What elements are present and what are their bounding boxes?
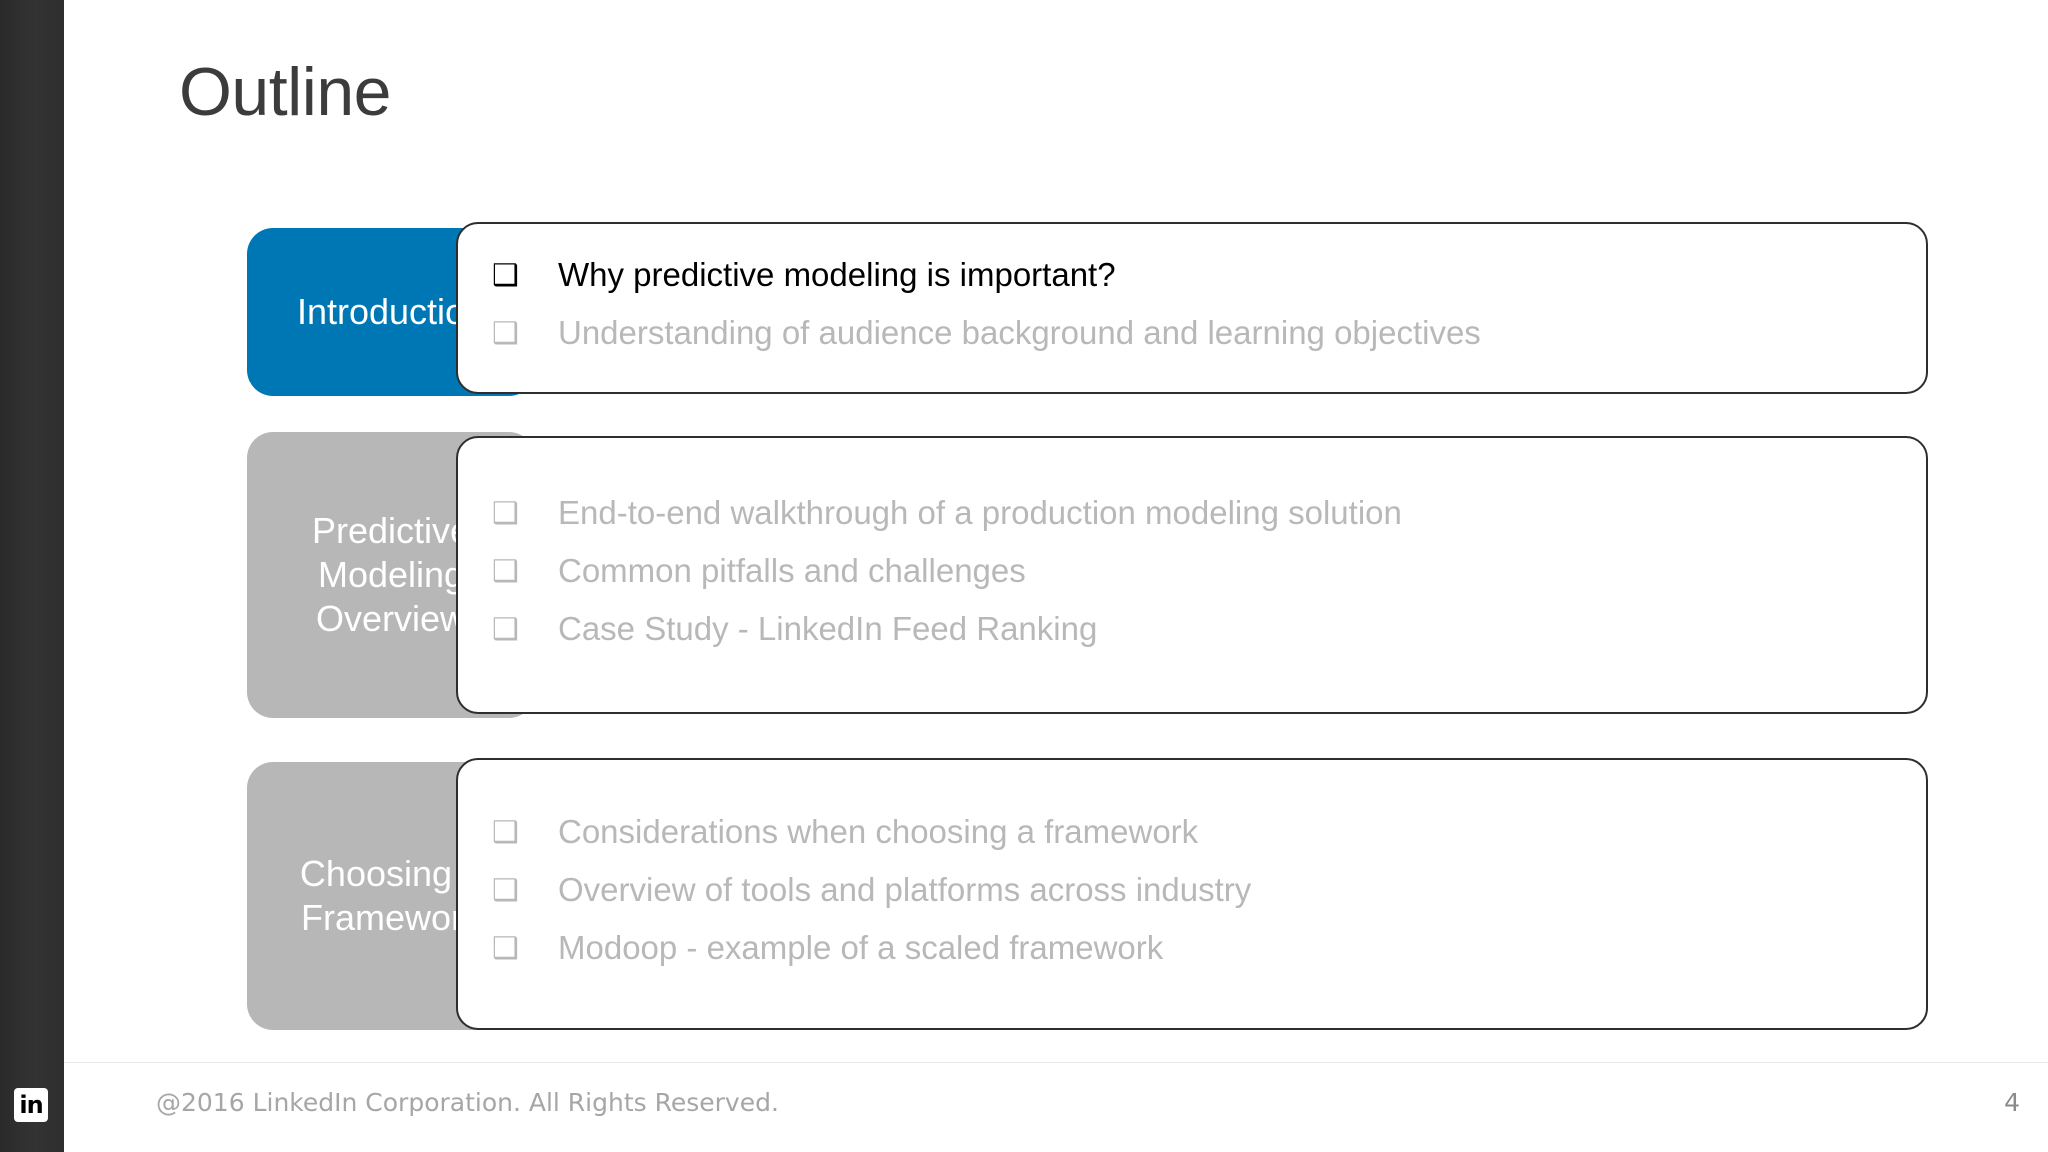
footer-divider (64, 1062, 2048, 1063)
presentation-left-rail: in (0, 0, 64, 1152)
outline-bullet-item: ❑ Case Study - LinkedIn Feed Ranking (492, 610, 1926, 654)
outline-bullet-text: End-to-end walkthrough of a production m… (558, 494, 1402, 531)
linkedin-logo-icon: in (14, 1088, 48, 1122)
outline-bullet-text: Why predictive modeling is important? (558, 256, 1116, 293)
checkbox-square-icon: ❑ (492, 554, 519, 589)
outline-detail-card: ❑ Considerations when choosing a framewor… (456, 758, 1928, 1030)
outline-bullet-text: Modoop - example of a scaled framework (558, 929, 1164, 966)
checkbox-square-icon: ❑ (492, 612, 519, 647)
outline-bullet-text: Considerations when choosing a framework (558, 813, 1199, 850)
outline-detail-card: ❑ End-to-end walkthrough of a production … (456, 436, 1928, 714)
slide-canvas: Outline Introduction❑Why predictive mode… (64, 0, 2048, 1152)
footer-copyright: @2016 LinkedIn Corporation. All Rights R… (156, 1088, 779, 1117)
outline-bullet-item: ❑ End-to-end walkthrough of a production … (492, 494, 1926, 538)
outline-section-pill-label: Choosing a Framework (299, 853, 483, 938)
outline-bullet-text: Common pitfalls and challenges (558, 552, 1026, 589)
outline-bullet-text: Case Study - LinkedIn Feed Ranking (558, 610, 1098, 647)
outline-bullet-text: Understanding of audience background and… (558, 314, 1481, 351)
checkbox-square-icon: ❑ (492, 815, 519, 850)
outline-bullet-item: ❑ Why predictive modeling is important? (492, 256, 1926, 300)
outline-bullet-item: ❑ Overview of tools and platforms across … (492, 871, 1926, 915)
outline-bullet-item: ❑ Modoop - example of a scaled framework (492, 929, 1926, 973)
outline-detail-card: ❑ Why predictive modeling is important? ❑ U… (456, 222, 1928, 394)
checkbox-square-icon: ❑ (492, 496, 519, 531)
outline-bullet-item: ❑ Considerations when choosing a framewor… (492, 813, 1926, 857)
outline-bullet-item: ❑ Understanding of audience background an… (492, 314, 1926, 358)
outline-section-pill-label: Introduction (296, 291, 486, 333)
checkbox-square-icon: ❑ (492, 316, 519, 351)
outline-bullet-item: ❑ Common pitfalls and challenges (492, 552, 1926, 596)
page-title: Outline (179, 54, 391, 130)
checkbox-square-icon: ❑ (492, 258, 519, 293)
checkbox-square-icon: ❑ (492, 873, 519, 908)
slide-page-number: 4 (2004, 1088, 2020, 1117)
outline-bullet-text: Overview of tools and platforms across i… (558, 871, 1252, 908)
checkbox-square-icon: ❑ (492, 931, 519, 966)
outline-section-pill-label: Predictive Modeling Overview (311, 510, 471, 639)
